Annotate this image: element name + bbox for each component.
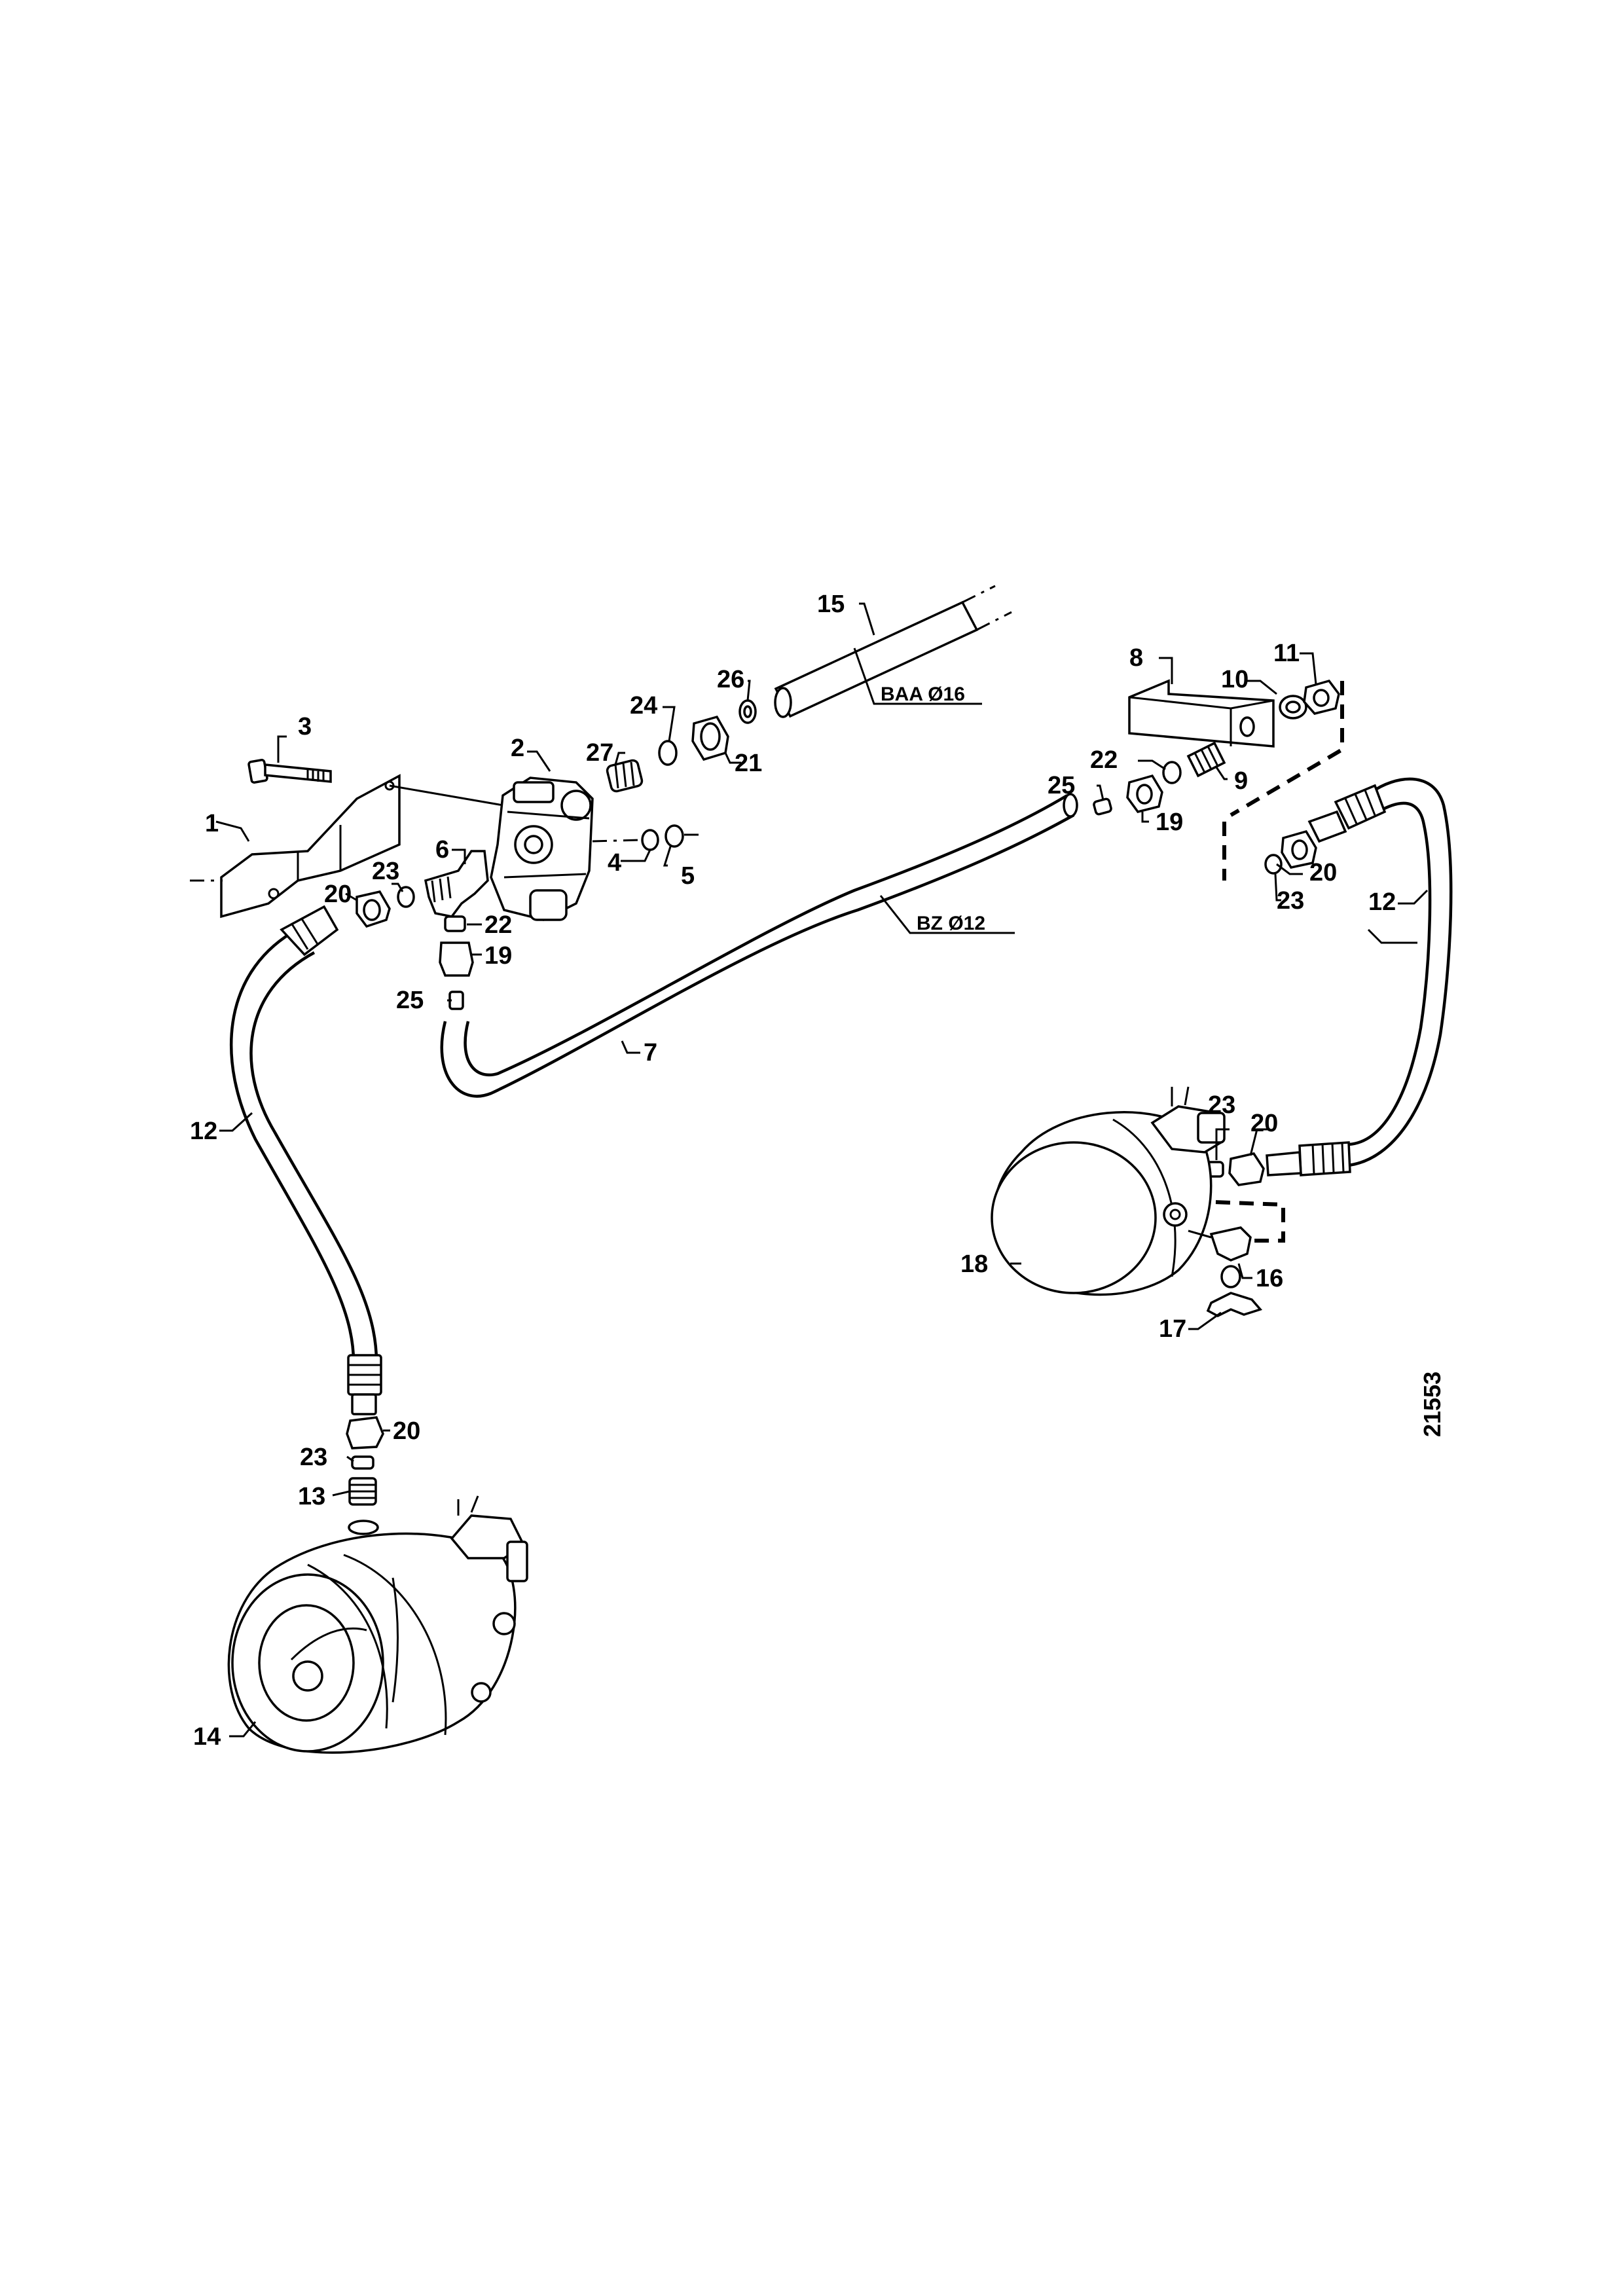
label-8: 8 bbox=[1129, 644, 1143, 672]
sleeve-23-lower bbox=[351, 1455, 374, 1470]
label-24: 24 bbox=[630, 692, 657, 720]
nut-5 bbox=[665, 824, 704, 848]
label-13: 13 bbox=[298, 1483, 325, 1510]
hose-12-left bbox=[229, 905, 382, 1415]
brake-chamber-18 bbox=[991, 1086, 1226, 1296]
tag-baa: BAA Ø16 bbox=[881, 683, 965, 705]
nut-20-right-lower bbox=[1228, 1152, 1265, 1186]
label-19-right: 19 bbox=[1156, 809, 1183, 836]
label-20-right-lower: 20 bbox=[1250, 1110, 1278, 1137]
tee-6 bbox=[424, 850, 489, 918]
label-15: 15 bbox=[817, 591, 845, 618]
label-23-left: 23 bbox=[372, 858, 399, 885]
nut-19-left bbox=[439, 941, 474, 977]
leader-bolt-axis bbox=[389, 784, 511, 808]
label-11: 11 bbox=[1273, 640, 1300, 667]
sleeve-23-right-upper bbox=[1264, 854, 1283, 875]
drain-valve-17 bbox=[1206, 1265, 1263, 1317]
nut-20-right-upper bbox=[1281, 829, 1317, 869]
leader-bracket-dash bbox=[1230, 681, 1344, 817]
label-23-lower: 23 bbox=[300, 1444, 327, 1471]
fitting-13 bbox=[348, 1477, 377, 1506]
label-2: 2 bbox=[511, 735, 524, 762]
bracket-1 bbox=[190, 774, 401, 919]
label-21: 21 bbox=[735, 750, 762, 777]
nut-11 bbox=[1303, 679, 1340, 715]
valve-2 bbox=[490, 776, 594, 921]
label-20-lower: 20 bbox=[393, 1417, 420, 1445]
insert-25-right bbox=[1093, 797, 1112, 816]
label-10: 10 bbox=[1221, 666, 1249, 693]
nut-21 bbox=[691, 715, 729, 761]
label-7: 7 bbox=[644, 1039, 657, 1066]
label-12-right: 12 bbox=[1368, 888, 1396, 916]
label-18: 18 bbox=[960, 1250, 988, 1278]
washer-10 bbox=[1279, 695, 1307, 720]
label-6: 6 bbox=[435, 836, 449, 864]
stud-axis bbox=[592, 839, 642, 843]
fitting-27 bbox=[606, 759, 644, 793]
washer-24 bbox=[658, 740, 678, 766]
label-20-left: 20 bbox=[324, 881, 352, 908]
part-number-labels: 1 3 2 6 23 20 22 19 25 7 4 5 27 24 21 26… bbox=[190, 591, 1446, 1751]
leader-lines bbox=[215, 602, 1429, 1738]
hose-12-right bbox=[1266, 777, 1453, 1176]
bolt-3 bbox=[247, 759, 332, 784]
drawing-number: 21553 bbox=[1419, 1372, 1446, 1437]
pipe-15 bbox=[774, 585, 1012, 718]
sleeve-23-left bbox=[397, 886, 415, 908]
label-23-right-lower: 23 bbox=[1208, 1091, 1235, 1119]
sleeve-22-left bbox=[444, 915, 466, 932]
nut-19-right bbox=[1126, 774, 1163, 813]
fitting-9 bbox=[1186, 741, 1226, 778]
tag-bz: BZ Ø12 bbox=[917, 913, 985, 934]
label-27: 27 bbox=[586, 739, 613, 767]
brake-chamber-14 bbox=[227, 1495, 528, 1754]
label-19-left: 19 bbox=[484, 942, 512, 970]
label-25-left: 25 bbox=[396, 987, 424, 1014]
sleeve-26 bbox=[739, 699, 757, 724]
label-20-right-upper: 20 bbox=[1309, 859, 1337, 886]
label-4: 4 bbox=[608, 849, 621, 877]
sleeve-22-right bbox=[1162, 761, 1182, 784]
washer-4 bbox=[641, 829, 659, 851]
label-26: 26 bbox=[717, 666, 744, 693]
label-16: 16 bbox=[1256, 1265, 1283, 1292]
pipe-7 bbox=[440, 793, 1078, 1098]
label-5: 5 bbox=[681, 862, 695, 890]
label-1: 1 bbox=[205, 810, 219, 837]
label-22-left: 22 bbox=[484, 911, 512, 939]
nut-20-lower bbox=[346, 1416, 384, 1449]
label-12-left: 12 bbox=[190, 1118, 217, 1145]
tee-16 bbox=[1188, 1226, 1252, 1262]
label-23-right-upper: 23 bbox=[1277, 887, 1304, 915]
label-9: 9 bbox=[1234, 767, 1248, 795]
label-3: 3 bbox=[298, 713, 312, 740]
label-14: 14 bbox=[193, 1723, 221, 1751]
label-17: 17 bbox=[1159, 1315, 1186, 1343]
bracket-8 bbox=[1128, 679, 1275, 748]
nut-20-left bbox=[356, 890, 391, 928]
label-25-right: 25 bbox=[1048, 772, 1075, 799]
label-22-right: 22 bbox=[1090, 746, 1118, 774]
